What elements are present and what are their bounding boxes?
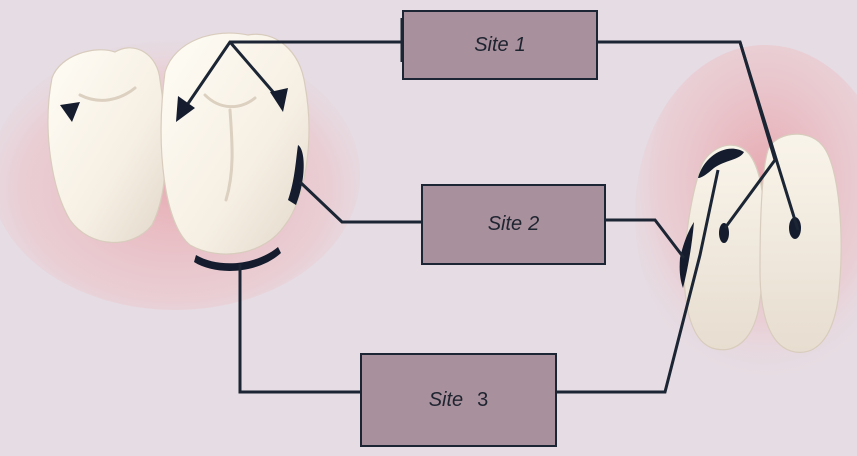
site-3-box: Site 3 — [360, 353, 557, 447]
site2-marker-molar-proximal — [288, 145, 304, 205]
site1-arrowhead-right — [270, 88, 288, 112]
premolar-groove — [78, 86, 137, 102]
site-2-box: Site 2 — [421, 184, 606, 265]
site-1-word: Site — [474, 33, 509, 56]
site2-marker-incisor-proximal — [679, 222, 694, 288]
site3-connectors — [238, 169, 720, 394]
site3-marker-incisor-incisal — [698, 148, 744, 178]
left-premolar — [47, 47, 167, 244]
site-2-number: 2 — [528, 213, 540, 235]
molar-groove — [203, 93, 257, 202]
site-3-word: Site — [428, 388, 464, 411]
site3-marker-molar-cervical — [194, 247, 281, 271]
site1-connectors — [183, 40, 800, 231]
left-molar — [160, 32, 310, 255]
site-1-box: Site 1 — [402, 10, 598, 80]
site-1-number: 1 — [514, 33, 526, 56]
site1-marker-premolar — [60, 102, 80, 122]
site2-connectors — [298, 180, 686, 259]
site1-arrowhead-left — [176, 96, 195, 122]
site1-marker-central-pit — [789, 217, 801, 239]
site-3-number: 3 — [477, 388, 489, 411]
site-2-word: Site — [487, 213, 523, 235]
right-central-incisor — [759, 133, 842, 353]
